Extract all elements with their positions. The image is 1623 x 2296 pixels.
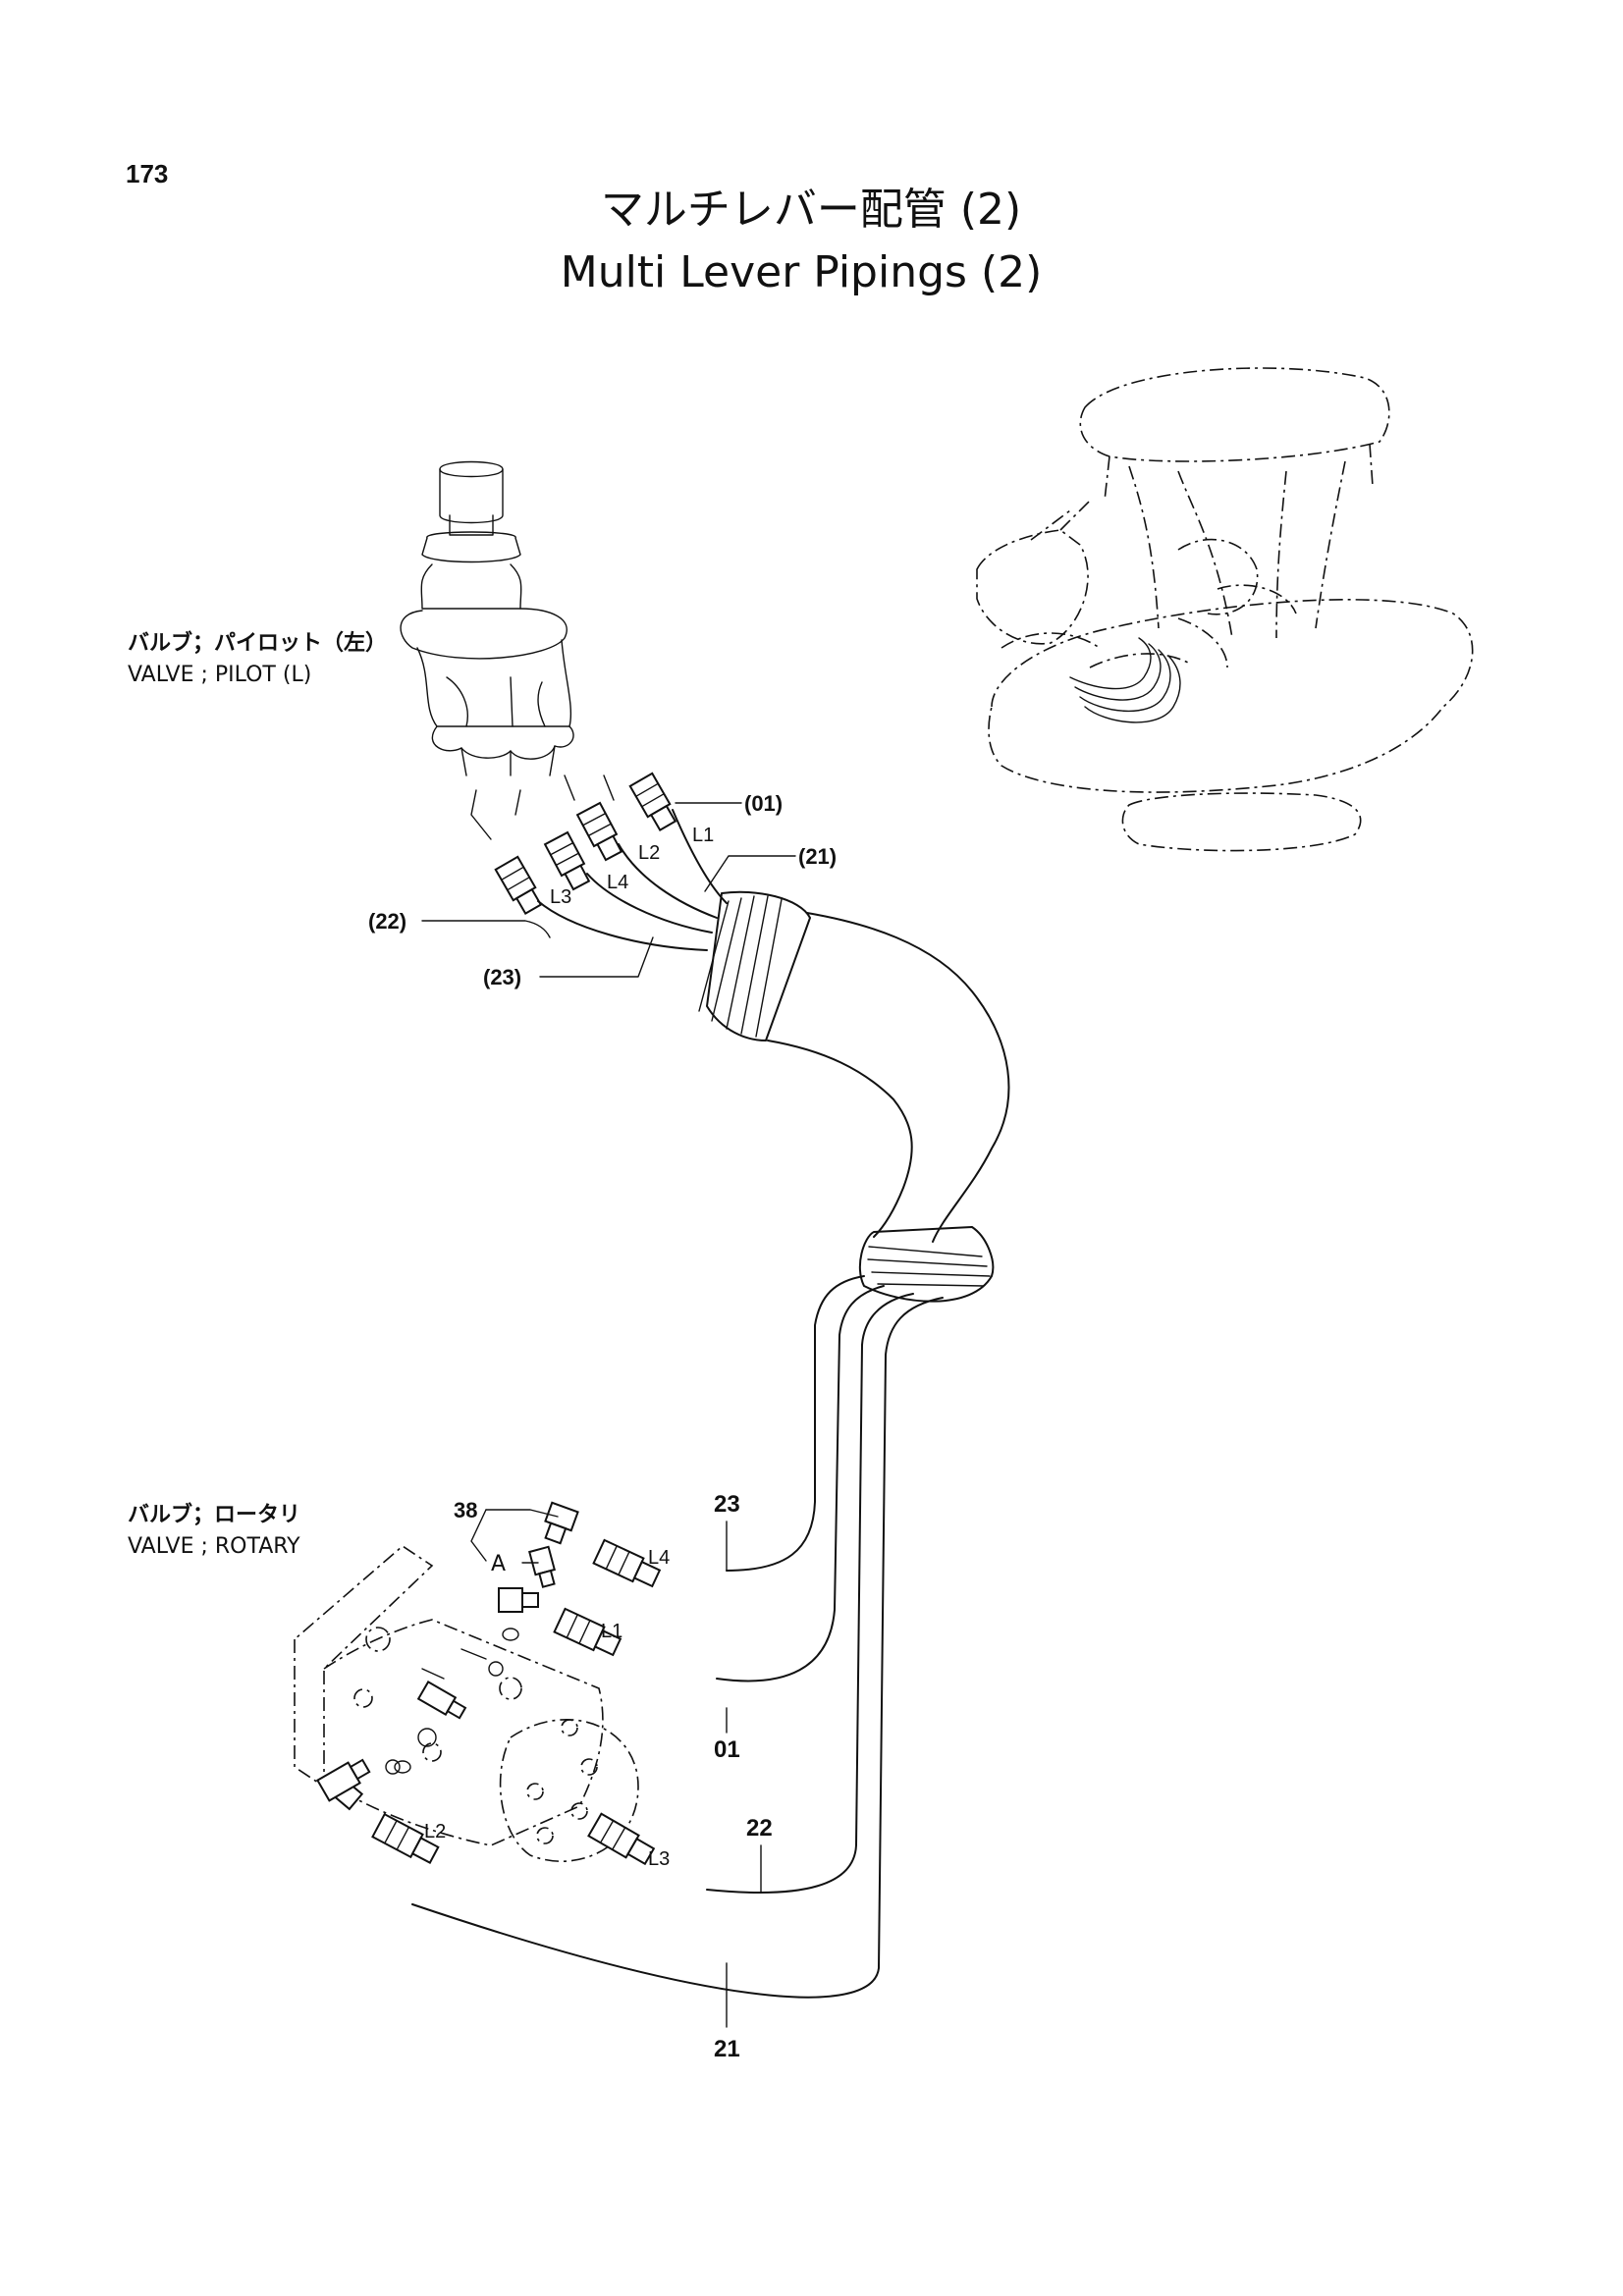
pilot-valve-label-jp: バルブ；パイロット（左）	[128, 630, 387, 656]
port-tag-top-l4: L4	[607, 872, 628, 893]
callout-a: A	[491, 1552, 506, 1576]
port-tag-bottom-l3: L3	[648, 1848, 670, 1870]
rotary-valve-label-jp: バルブ；ロータリ	[128, 1502, 300, 1527]
top-fittings	[470, 772, 677, 916]
page-number: 173	[126, 159, 168, 188]
callout-22: (22)	[368, 909, 406, 934]
port-tag-bottom-l2: L2	[424, 1821, 446, 1842]
port-tag-top-l1: L1	[692, 825, 714, 846]
hose-bundle	[411, 809, 1010, 1999]
title-japanese: マルチレバー配管 (2)	[601, 185, 1021, 235]
port-tag-bottom-l4: L4	[648, 1547, 670, 1569]
pilot-valve-label-en: VALVE ; PILOT (L)	[128, 663, 311, 687]
callout-23-bottom: 23	[714, 1491, 740, 1518]
pilot-valve-illustration	[400, 460, 574, 776]
callout-01-bottom: 01	[714, 1736, 740, 1763]
callout-38: 38	[454, 1498, 477, 1522]
callout-21-bottom: 21	[714, 2036, 740, 2062]
callout-23: (23)	[483, 965, 521, 989]
rotary-valve-label-en: VALVE ; ROTARY	[128, 1534, 300, 1559]
bottom-fittings	[316, 1501, 662, 1866]
excavator-locator-illustration	[976, 367, 1474, 852]
title-english: Multi Lever Pipings (2)	[561, 247, 1043, 297]
port-tag-top-l3: L3	[550, 886, 571, 908]
callout-21: (21)	[798, 844, 837, 869]
callout-01: (01)	[744, 791, 783, 816]
callout-leaders	[421, 802, 796, 2028]
callout-22-bottom: 22	[746, 1815, 773, 1842]
port-tag-top-l2: L2	[638, 842, 660, 864]
port-tag-bottom-l1: L1	[601, 1621, 622, 1642]
rotary-valve-illustration	[294, 1544, 639, 1862]
